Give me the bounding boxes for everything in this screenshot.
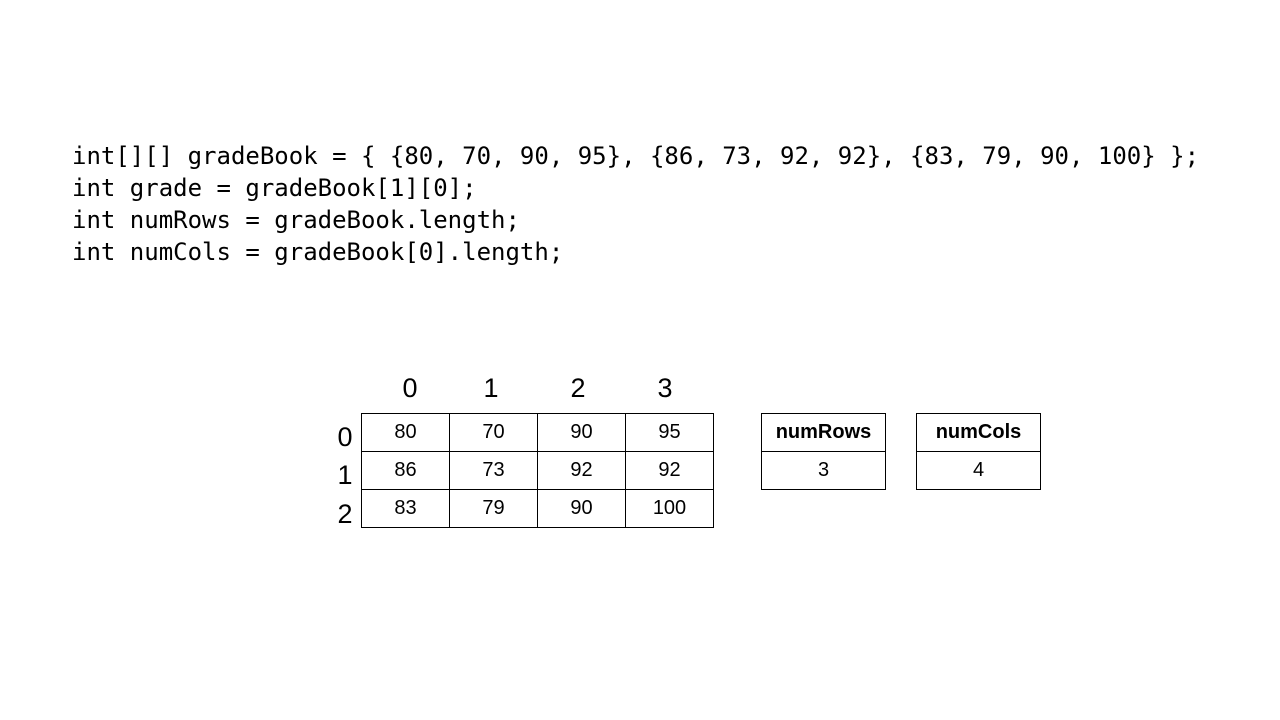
code-line: int numCols = gradeBook[0].length; xyxy=(72,238,564,266)
cell: 100 xyxy=(625,489,714,528)
table-row: 86 73 92 92 xyxy=(361,451,714,490)
code-line: int[][] gradeBook = { {80, 70, 90, 95}, … xyxy=(72,142,1200,170)
col-index: 0 xyxy=(402,373,418,403)
cell: 95 xyxy=(625,413,714,452)
num-rows-box: numRows 3 xyxy=(761,413,886,490)
cell: 92 xyxy=(537,451,626,490)
col-index: 3 xyxy=(657,373,673,403)
table-row: 83 79 90 100 xyxy=(361,489,714,528)
code-line: int grade = gradeBook[1][0]; xyxy=(72,174,477,202)
cell: 90 xyxy=(537,489,626,528)
cell: 86 xyxy=(361,451,450,490)
cell: 80 xyxy=(361,413,450,452)
table-row: 80 70 90 95 xyxy=(361,413,714,452)
col-index: 1 xyxy=(483,373,499,403)
row-index: 2 xyxy=(337,499,353,529)
code-block: int[][] gradeBook = { {80, 70, 90, 95}, … xyxy=(72,140,1199,268)
cell: 73 xyxy=(449,451,538,490)
num-cols-label: numCols xyxy=(916,413,1041,452)
cell: 90 xyxy=(537,413,626,452)
num-rows-label: numRows xyxy=(761,413,886,452)
col-index: 2 xyxy=(570,373,586,403)
num-cols-box: numCols 4 xyxy=(916,413,1041,490)
cell: 83 xyxy=(361,489,450,528)
cell: 92 xyxy=(625,451,714,490)
row-index: 1 xyxy=(337,460,353,490)
cell: 79 xyxy=(449,489,538,528)
code-line: int numRows = gradeBook.length; xyxy=(72,206,520,234)
num-rows-value: 3 xyxy=(761,451,886,490)
num-cols-value: 4 xyxy=(916,451,1041,490)
row-index: 0 xyxy=(337,422,353,452)
grade-book-array: 80 70 90 95 86 73 92 92 83 79 90 100 xyxy=(361,413,714,528)
cell: 70 xyxy=(449,413,538,452)
